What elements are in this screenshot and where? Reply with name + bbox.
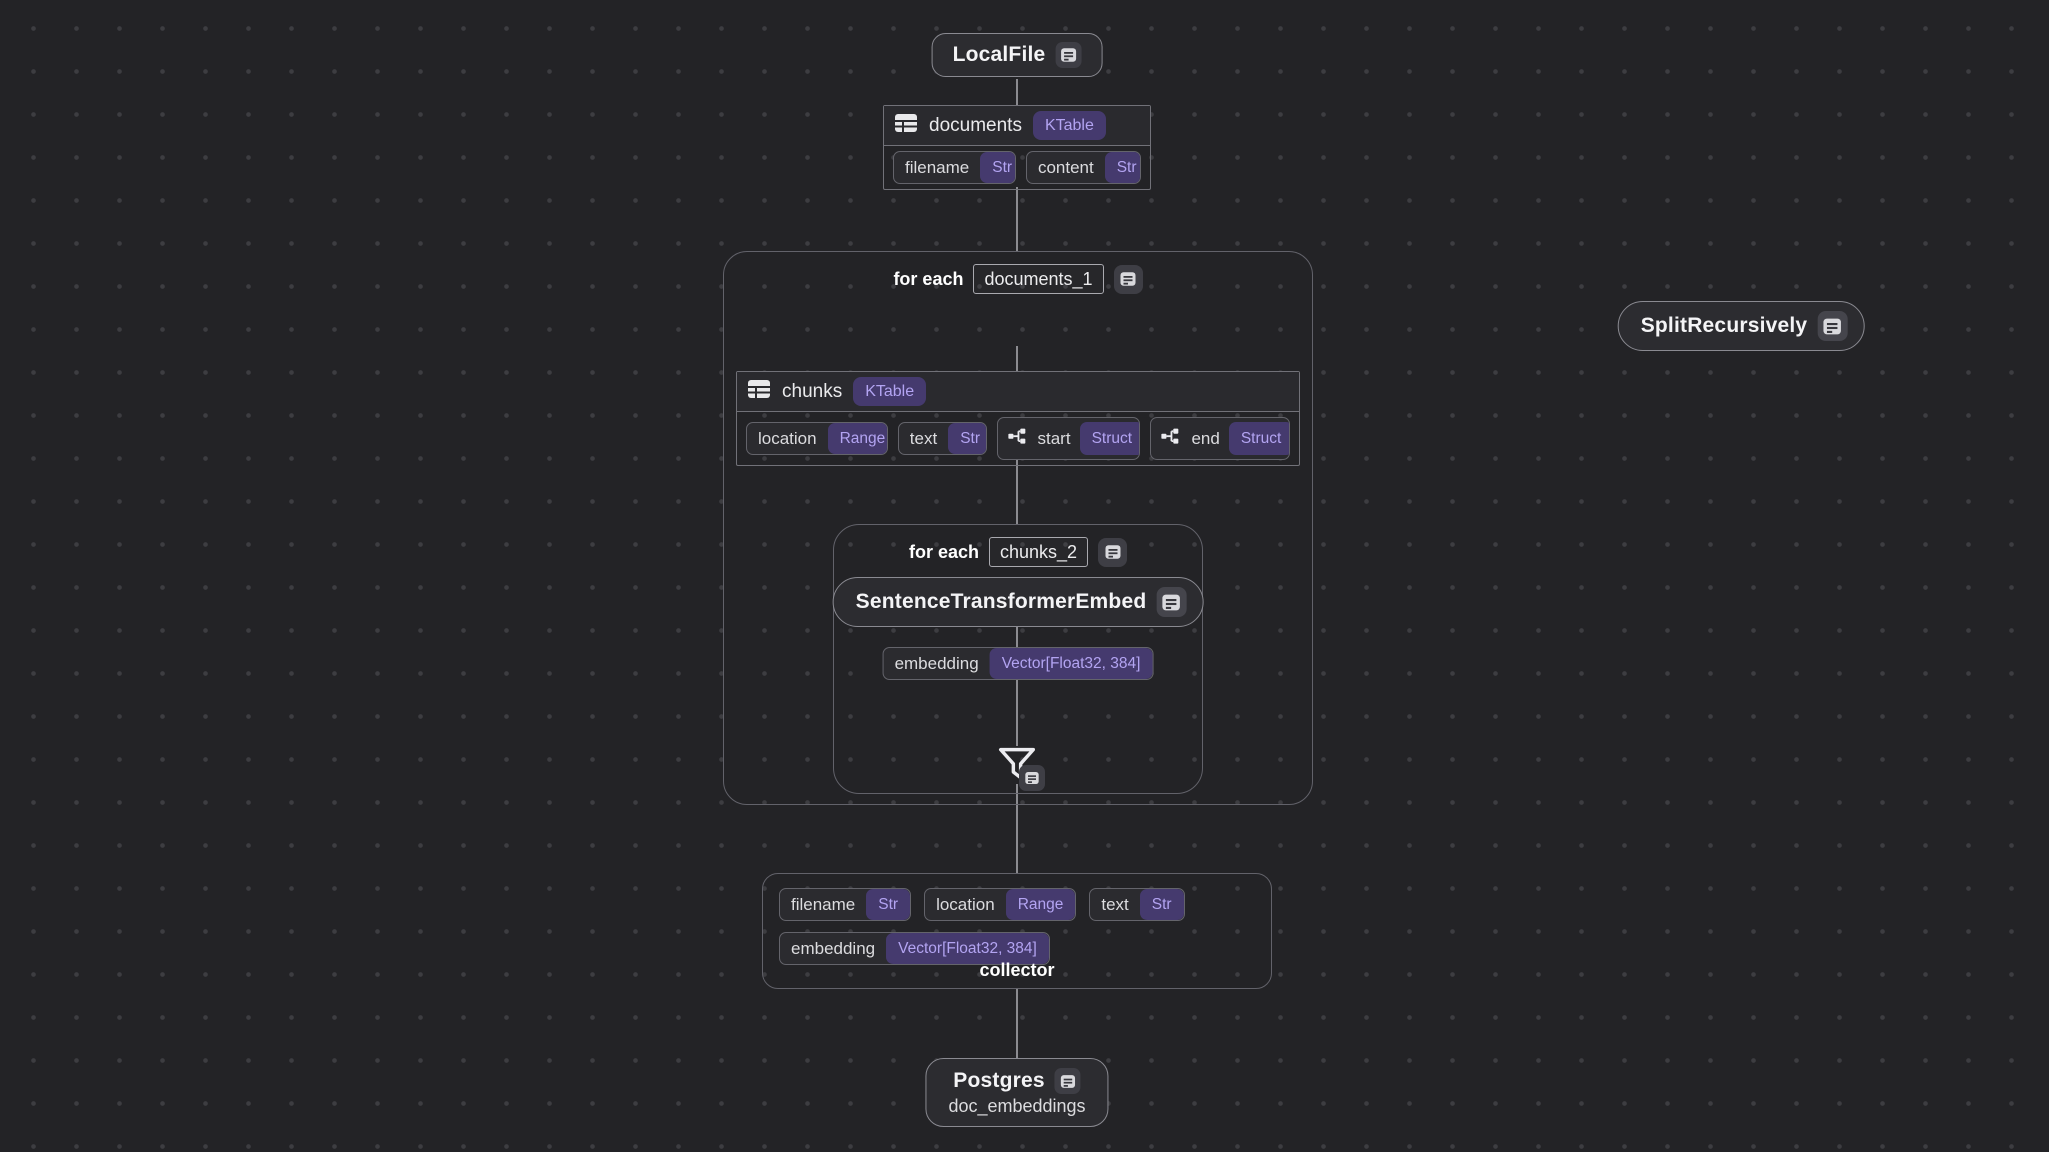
foreach-label: for each (893, 268, 964, 289)
documents-table-header: documents KTable (884, 106, 1150, 146)
foreach-label: for each (908, 541, 979, 562)
ktable-badge: KTable (853, 377, 927, 406)
ktable-badge: KTable (1032, 111, 1106, 140)
type-badge: Range (827, 423, 887, 454)
edge-localfile-documents (1016, 79, 1018, 106)
type-badge: Str (980, 152, 1015, 183)
node-title: SentenceTransformerEmbed (855, 590, 1147, 613)
edge-collector-postgres (1016, 989, 1018, 1059)
chunks-table-fields: location Range text Str start Struct (737, 412, 1299, 465)
chunks-table[interactable]: chunks KTable location Range text Str st… (736, 371, 1300, 466)
foreach-documents-row: for each documents_1 (724, 264, 1312, 294)
struct-icon (1007, 425, 1029, 452)
field-filename[interactable]: filename Str (779, 888, 912, 921)
edge-embedding-funnel (1016, 679, 1018, 746)
edge-split-chunks (1016, 346, 1018, 372)
type-badge: Str (1104, 152, 1140, 183)
foreach-scope: chunks_2 (988, 537, 1089, 567)
filter-node[interactable] (994, 741, 1045, 791)
details-icon[interactable] (1113, 264, 1143, 294)
details-icon[interactable] (1054, 1068, 1081, 1094)
table-name: documents (929, 114, 1022, 136)
chunks-table-header: chunks KTable (737, 372, 1299, 412)
node-title: Postgres (953, 1069, 1045, 1092)
field-embedding[interactable]: embedding Vector[Float32, 384] (779, 932, 1050, 965)
foreach-scope: documents_1 (973, 264, 1104, 294)
edge-embed-embedding (1016, 623, 1018, 647)
type-badge: Vector[Float32, 384] (886, 933, 1049, 964)
field-content[interactable]: content Str (1025, 151, 1141, 184)
foreach-chunks-group: for each chunks_2 SentenceTransformerEmb… (832, 524, 1204, 794)
type-badge: Vector[Float32, 384] (989, 648, 1153, 679)
node-subtitle: doc_embeddings (948, 1096, 1086, 1116)
type-badge: Str (866, 889, 911, 920)
type-badge: Str (948, 423, 986, 454)
details-icon[interactable] (1055, 42, 1082, 68)
edge-funnel-collector (1016, 784, 1018, 874)
node-sentencetransformerembed[interactable]: SentenceTransformerEmbed (832, 577, 1204, 627)
type-badge: Struct (1079, 422, 1140, 455)
field-text[interactable]: text Str (1089, 888, 1185, 921)
node-title: SplitRecursively (1640, 314, 1808, 337)
type-badge: Struct (1228, 422, 1290, 455)
field-embedding[interactable]: embedding Vector[Float32, 384] (882, 647, 1154, 680)
node-postgres[interactable]: Postgres doc_embeddings (925, 1058, 1109, 1127)
edge-chunks-innergroup (1016, 459, 1018, 524)
node-splitrecursively[interactable]: SplitRecursively (1617, 301, 1865, 351)
type-badge: Range (1005, 889, 1076, 920)
documents-table[interactable]: documents KTable filename Str content St… (883, 105, 1151, 190)
details-icon[interactable] (1019, 765, 1045, 791)
table-icon (894, 113, 918, 138)
field-location[interactable]: location Range (746, 422, 888, 455)
struct-icon (1160, 425, 1182, 452)
field-text[interactable]: text Str (897, 422, 987, 455)
collector-label: collector (979, 960, 1055, 980)
foreach-documents-group: for each documents_1 SplitRecursively ch… (723, 251, 1865, 805)
documents-table-fields: filename Str content Str (884, 146, 1150, 189)
field-end[interactable]: end Struct (1150, 417, 1291, 460)
details-icon[interactable] (1098, 537, 1128, 567)
field-filename[interactable]: filename Str (893, 151, 1016, 184)
field-location[interactable]: location Range (924, 888, 1077, 921)
field-start[interactable]: start Struct (996, 417, 1141, 460)
node-title: LocalFile (952, 43, 1046, 66)
node-localfile[interactable]: LocalFile (931, 33, 1103, 77)
type-badge: Str (1139, 889, 1184, 920)
table-icon (747, 379, 771, 404)
foreach-chunks-row: for each chunks_2 (834, 537, 1202, 567)
collector-group: filename Str location Range text Str emb… (762, 873, 1272, 989)
edge-documents-group (1016, 187, 1018, 252)
collector-fields: filename Str location Range text Str emb… (763, 874, 1271, 971)
details-icon[interactable] (1156, 587, 1187, 617)
details-icon[interactable] (1817, 311, 1848, 341)
table-name: chunks (782, 380, 843, 402)
